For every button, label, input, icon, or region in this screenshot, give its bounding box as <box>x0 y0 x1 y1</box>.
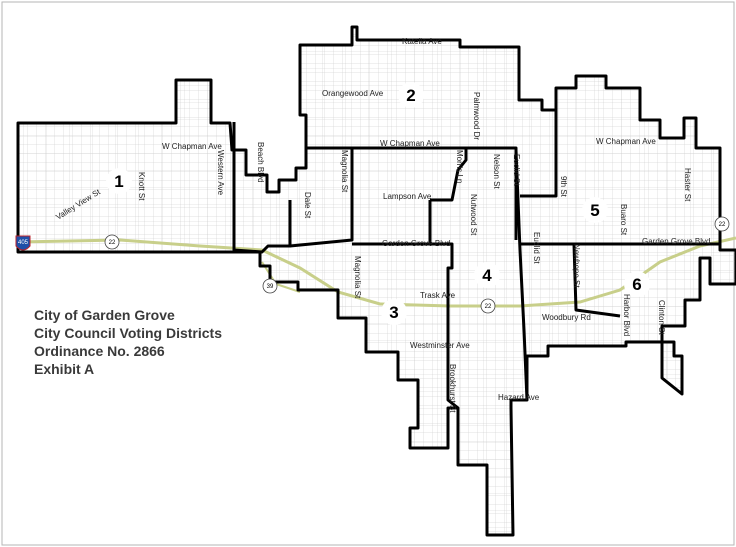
map-title-line-1: City of Garden Grove <box>34 307 175 323</box>
street-magnolia-s: Magnolia St <box>353 256 362 299</box>
street-euclid-n: Euclid St <box>512 154 521 186</box>
district-3-label: 3 <box>389 303 398 322</box>
map-title-line-2: City Council Voting Districts <box>34 325 222 341</box>
street-magnolia-n: Magnolia St <box>340 150 349 193</box>
street-haster: Haster St <box>683 168 692 202</box>
street-nutwood: Nutwood St <box>469 194 478 236</box>
map-title-block: City of Garden Grove City Council Voting… <box>34 306 222 378</box>
street-woodbury: Woodbury Rd <box>542 313 591 322</box>
district-2-label: 2 <box>406 86 415 105</box>
street-dale: Dale St <box>303 192 312 219</box>
district-6-label: 6 <box>632 275 641 294</box>
street-westminster: Westminster Ave <box>410 341 470 350</box>
street-buaro: Buaro St <box>619 204 628 236</box>
street-lampson: Lampson Ave <box>383 192 432 201</box>
street-euclid-s: Euclid St <box>532 232 541 264</box>
interstate-405-shield-icon <box>15 235 31 251</box>
sr22-shield-icon <box>714 216 730 232</box>
svg-text:39: 39 <box>267 284 274 290</box>
street-nelson: Nelson St <box>492 154 501 189</box>
street-garden-grove-e: Garden Grove Blvd <box>642 237 710 246</box>
street-chapman-3: W Chapman Ave <box>596 137 656 146</box>
street-clinton: Clinton St <box>657 300 666 335</box>
street-ninth: 9th St <box>559 176 568 198</box>
sr22-freeway <box>17 236 736 308</box>
sr22-shield-icon <box>104 234 120 250</box>
district-1-label: 1 <box>114 172 123 191</box>
highway-shields: 22 22 22 39 405 <box>15 216 730 314</box>
street-western: Western Ave <box>216 150 225 196</box>
sr22-shield-icon <box>480 298 496 314</box>
street-beach: Beach Blvd <box>256 142 265 182</box>
svg-text:405: 405 <box>18 240 29 246</box>
district-boundaries <box>16 25 736 537</box>
street-harbor: Harbor Blvd <box>622 294 631 336</box>
street-trask: Trask Ave <box>420 291 456 300</box>
street-katella: Katella Ave <box>402 37 442 46</box>
street-garden-grove-w: Garden Grove Blvd <box>382 239 450 248</box>
svg-text:22: 22 <box>719 222 726 228</box>
sr39-shield-icon <box>262 278 278 294</box>
district-labels: 1 2 3 4 5 6 <box>106 82 650 325</box>
svg-text:22: 22 <box>485 304 492 310</box>
street-chapman-2: W Chapman Ave <box>380 139 440 148</box>
street-morris: Morris Ln <box>455 150 464 183</box>
street-hazard: Hazard Ave <box>498 393 540 402</box>
street-chapman-1: W Chapman Ave <box>162 142 222 151</box>
street-orangewood: Orangewood Ave <box>322 89 384 98</box>
street-brookhurst: Brookhurst St <box>448 364 457 413</box>
district-5-label: 5 <box>590 201 599 220</box>
map-title-line-3: Ordinance No. 2866 <box>34 343 165 359</box>
district-4-label: 4 <box>482 266 492 285</box>
map-title-line-4: Exhibit A <box>34 361 95 377</box>
street-knott: Knott St <box>137 172 146 201</box>
svg-text:22: 22 <box>109 240 116 246</box>
street-newhope: Newhope St <box>572 244 581 288</box>
street-palmwood: Palmwood Dr <box>472 92 481 140</box>
